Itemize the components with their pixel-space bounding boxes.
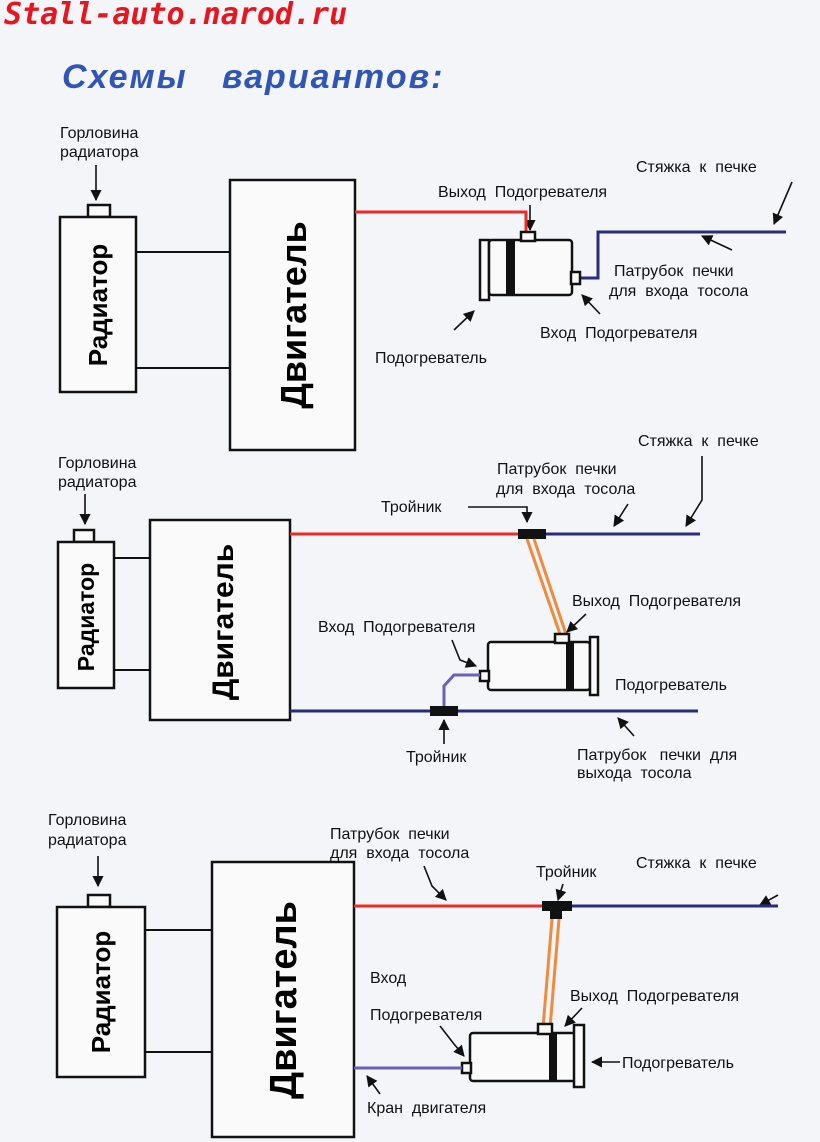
- tee-top-arrow: [468, 506, 533, 524]
- site-url: Stall-auto.narod.ru: [4, 0, 347, 32]
- heater-label: Подогреватель: [622, 1055, 734, 1072]
- heater-outlet-link: [525, 538, 562, 635]
- pipe-out-arrow: [617, 717, 635, 737]
- heater-outlet-label: Выход Подогревателя: [438, 184, 607, 201]
- tee: [542, 901, 572, 911]
- heater-1: [478, 230, 582, 302]
- outlet-arrow: [566, 613, 587, 633]
- heater-outlet-nozzle: [536, 1022, 554, 1036]
- heater-arrow: [453, 310, 475, 331]
- radiator-cap: [72, 528, 96, 544]
- stove-pipe-in-label-2: для входа тосола: [496, 481, 635, 498]
- inlet-arrow: [439, 1025, 465, 1057]
- radiator-cap: [86, 893, 112, 909]
- engine-tap-arrow: [366, 1075, 381, 1095]
- stove-pipe-in-label-2: для входа тосола: [330, 845, 469, 862]
- radiator-neck-label-2: радиатора: [58, 474, 137, 491]
- engine-box: [148, 518, 292, 722]
- engine-box: [228, 178, 357, 452]
- radiator-neck-label-2: радиатора: [48, 832, 127, 849]
- stove-pipe-in-label: Патрубок печки: [497, 461, 617, 478]
- heater-inlet-label: Вход: [370, 970, 407, 987]
- heater-band: [506, 240, 515, 295]
- radiator-neck-label-2: радиатора: [60, 144, 139, 161]
- heater-outlet-nozzle: [553, 632, 571, 645]
- heater-label: Подогреватель: [615, 677, 727, 694]
- heater-body: [468, 1031, 582, 1083]
- radiator-label: Радиатор: [86, 931, 116, 1054]
- heater-inlet-label: Вход Подогревателя: [540, 325, 697, 342]
- stove-pipe-out-label-2: выхода тосола: [577, 765, 692, 782]
- tee-bottom: [430, 706, 458, 716]
- radiator-box: [56, 540, 116, 690]
- stove-tie-label: Стяжка к печке: [636, 855, 757, 872]
- stove-pipe-out-label: Патрубок печки для: [577, 747, 737, 764]
- stove-pipe-label-2: для входа тосола: [609, 283, 748, 300]
- tee-arrow: [555, 883, 567, 902]
- heater-3: [460, 1022, 586, 1089]
- stove-pipe-in-label: Патрубок печки: [330, 826, 450, 843]
- heater-outlet-nozzle: [519, 230, 537, 243]
- scheme-1: Горловина радиатора Радиатор Двигатель В…: [58, 125, 793, 452]
- heater-inlet-label-2: Подогревателя: [370, 1007, 482, 1024]
- radiator-neck-label: Горловина: [58, 455, 137, 472]
- radiator-neck-label: Горловина: [60, 125, 139, 142]
- heater-inlet-line: [577, 230, 786, 280]
- tee-top-label: Тройник: [381, 499, 442, 516]
- radiator-box: [55, 905, 147, 1079]
- engine-box: [210, 860, 356, 1139]
- outlet-arrow: [564, 1007, 583, 1027]
- heater-label: Подогреватель: [375, 350, 487, 367]
- radiator-cap: [86, 203, 112, 219]
- radiator-box: [58, 215, 138, 394]
- heater-2: [478, 632, 600, 697]
- inlet-arrow: [581, 294, 601, 315]
- pipe-in-arrow: [613, 503, 629, 527]
- heater-inlet-nozzle: [460, 1061, 473, 1075]
- radiator-neck-label: Горловина: [48, 812, 127, 829]
- heater-outlet-link-2: [548, 918, 561, 1029]
- heater-body: [486, 640, 592, 692]
- engine-label: Двигатель: [207, 544, 240, 700]
- stove-tie-arrow: [685, 456, 703, 527]
- stove-tie-arrow: [759, 894, 779, 906]
- tee-label: Тройник: [536, 864, 597, 881]
- stove-tie-arrow: [772, 181, 793, 226]
- tee-bottom-label: Тройник: [406, 749, 467, 766]
- scheme-3: Горловина радиатора Радиатор Двигатель П…: [48, 812, 779, 1139]
- inlet-arrow: [451, 639, 478, 668]
- heater-outlet-line: [355, 210, 528, 240]
- page-title: Схемы вариантов:: [62, 58, 444, 96]
- stove-pipe-label: Патрубок печки: [614, 263, 734, 280]
- heater-inlet-nozzle: [569, 270, 582, 286]
- engine-label: Двигатель: [273, 221, 314, 409]
- engine-label: Двигатель: [263, 901, 305, 1099]
- stove-tie-label: Стяжка к печке: [636, 159, 757, 176]
- heater-band: [566, 642, 574, 690]
- tee-stem: [550, 911, 562, 919]
- heater-flange: [572, 1023, 586, 1089]
- scheme-2: Горловина радиатора Радиатор Двигатель С…: [56, 433, 759, 782]
- heater-outlet-label: Выход Подогревателя: [572, 593, 741, 610]
- pipe-arrow: [700, 235, 733, 251]
- heater-outlet-label: Выход Подогревателя: [570, 988, 739, 1005]
- tee-top: [518, 529, 546, 539]
- heater-inlet-link: [442, 673, 480, 706]
- radiator-label: Радиатор: [73, 563, 99, 671]
- heater-body: [487, 238, 574, 297]
- heater-band: [549, 1033, 557, 1081]
- heater-outlet-link: [541, 918, 554, 1029]
- heater-inlet-label: Вход Подогревателя: [318, 619, 475, 636]
- heater-outlet-link-2: [532, 538, 568, 635]
- pipe-in-arrow: [423, 865, 447, 901]
- heater-flange: [478, 238, 491, 302]
- stove-tie-label: Стяжка к печке: [638, 433, 759, 450]
- radiator-label: Радиатор: [83, 244, 113, 367]
- engine-tap-label: Кран двигателя: [367, 1100, 486, 1117]
- heater-flange: [588, 635, 600, 697]
- heater-inlet-nozzle: [478, 669, 491, 683]
